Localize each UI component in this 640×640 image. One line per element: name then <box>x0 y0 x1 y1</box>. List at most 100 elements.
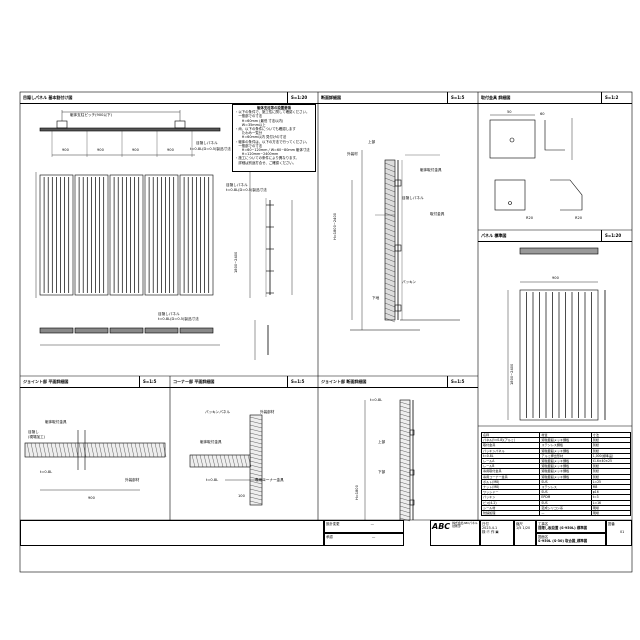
hatch <box>146 442 151 458</box>
hatch <box>249 420 263 425</box>
project-name: 目隠し板設置 (S-950L) 標準図 <box>538 526 588 530</box>
panel-title: 断面詳細図 <box>321 95 341 100</box>
elevation-drawing <box>35 110 293 360</box>
table-cell: 溶融亜鉛メッキ鋼板 <box>539 457 592 465</box>
company-name: 株式会社ABCパネル <box>452 521 478 525</box>
hatch <box>207 454 212 468</box>
notes-title: 躯体支柱等の設置要領 <box>257 106 291 110</box>
hatch <box>399 509 411 514</box>
hatch <box>203 454 208 468</box>
hatch <box>249 484 263 489</box>
bracket-front <box>489 119 536 159</box>
panel-header: パネル 標準図 S=1:20 <box>478 230 632 242</box>
width-dim: 900 <box>552 276 559 280</box>
hatch <box>399 445 411 450</box>
table-cell: 溶融亜鉛メッキ鋼板 <box>539 437 592 444</box>
hatch <box>249 476 263 481</box>
hatch <box>384 282 396 288</box>
sheet-frame <box>19 91 633 573</box>
spec-table: 名称 材質 寸法 パネル(t=0.8)(アルミ)溶融亜鉛メッキ鋼板別紙取付金具ス… <box>480 431 632 517</box>
revision-box <box>20 520 324 546</box>
hatch <box>249 424 263 429</box>
hatch <box>384 172 396 178</box>
hatch <box>102 442 107 458</box>
table-cell: 現場 <box>590 510 632 517</box>
hatch <box>399 497 411 502</box>
hatch <box>249 428 263 433</box>
note-line: ・施工についての条件により異なります。 <box>235 156 299 161</box>
hatch <box>227 454 232 468</box>
hatch <box>384 242 396 248</box>
bracket <box>394 304 402 312</box>
approval-label: 承認 <box>326 535 333 539</box>
drawing-label: 図面名 <box>538 535 549 539</box>
panel-scale: S=1:20 <box>601 230 629 241</box>
scale-value: 1/5 1/20 <box>516 526 531 530</box>
panel-scale: S=1:5 <box>139 376 167 387</box>
hatch <box>114 442 119 458</box>
scale-label: 縮尺 <box>516 522 523 526</box>
section-label: パッキン <box>402 280 417 284</box>
panel-title: 目隠しパネル 基本割付け図 <box>23 95 73 100</box>
drawing-name: S-950L (S-30) 取合図_標準図 <box>538 539 588 543</box>
approval-row: 承認 — <box>324 533 404 546</box>
hatch <box>249 500 263 505</box>
bracket <box>409 469 415 476</box>
hatch <box>399 513 411 518</box>
approval-value: — <box>371 535 376 539</box>
sheet-number: 01 <box>620 530 625 534</box>
hatch <box>70 442 75 458</box>
post-section <box>174 120 186 129</box>
revision-value: — <box>370 522 375 526</box>
note-line: ・以下の条件で、施工性に関して確認ください。 <box>235 110 310 115</box>
callout-panel: 目隠しパネル <box>196 141 218 145</box>
hatch <box>384 162 396 168</box>
plan-panel <box>39 327 74 334</box>
hatch <box>26 442 31 458</box>
hatch <box>384 197 396 203</box>
panel-title: パネル 標準図 <box>481 233 507 238</box>
section-label: 目隠しパネル <box>402 196 424 200</box>
hatch <box>384 202 396 208</box>
hatch <box>122 442 127 458</box>
company-logo: ABC <box>432 522 451 531</box>
hatch <box>110 442 115 458</box>
hatch <box>211 454 216 468</box>
hatch <box>399 453 411 458</box>
plan-details <box>24 399 415 522</box>
hatch <box>384 252 396 258</box>
hatch <box>215 454 220 468</box>
callout-joint: t=0.8L(D=0.5)製品寸法 <box>158 317 199 321</box>
hatch <box>384 232 396 238</box>
drafter-label: 作 <box>490 530 495 534</box>
span-dim: 900 <box>97 148 104 152</box>
hatch <box>66 442 71 458</box>
hatch <box>384 227 396 233</box>
plan-panel <box>109 327 144 334</box>
hatch <box>384 192 396 198</box>
bracket <box>409 429 415 436</box>
hatch <box>399 441 411 446</box>
date-label: 日付 <box>482 522 489 526</box>
hatch <box>384 182 396 188</box>
hatch <box>249 440 263 445</box>
hatch <box>399 413 411 418</box>
hatch <box>399 517 411 522</box>
hatch <box>384 312 396 318</box>
hatch <box>399 461 411 466</box>
hatch <box>249 432 263 437</box>
detail-label: 100 <box>238 494 245 498</box>
note-line: W=35mm以上 <box>235 122 266 127</box>
table-cell: パネル(t=0.8)(アルミ) <box>480 437 541 444</box>
hatch <box>384 292 396 298</box>
panel-front <box>519 289 599 421</box>
panel-title: ジョイント部 断面詳細図 <box>321 379 367 384</box>
hatch <box>384 287 396 293</box>
note-line: 詳細は別途打合せ、ご確認ください。 <box>235 160 297 165</box>
hatch <box>94 442 99 458</box>
